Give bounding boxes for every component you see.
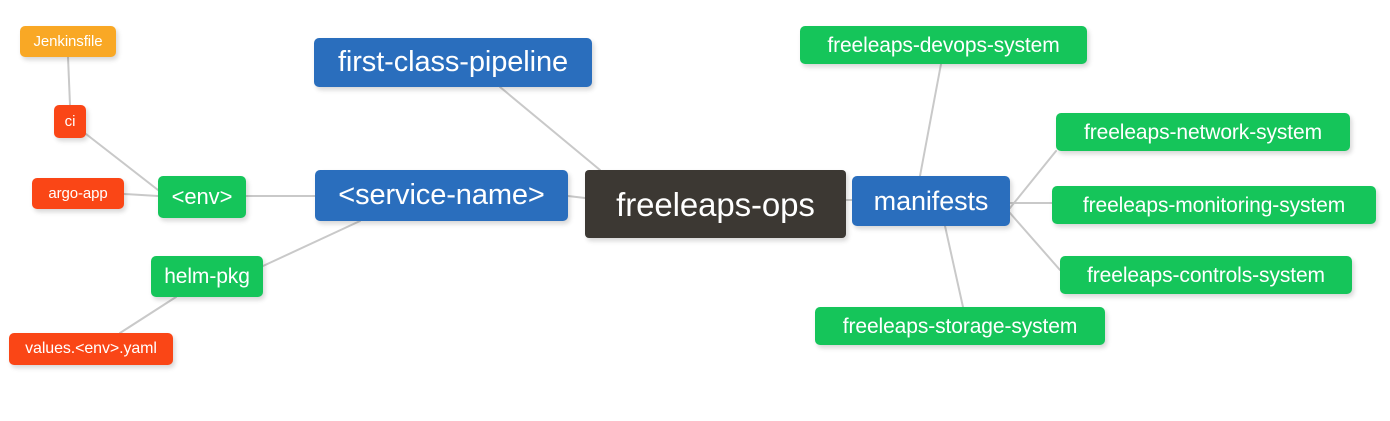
- node-label-jenkinsfile: Jenkinsfile: [33, 33, 103, 50]
- node-env[interactable]: <env>: [158, 176, 246, 218]
- node-freeleaps-monitoring-system[interactable]: freeleaps-monitoring-system: [1052, 186, 1376, 224]
- edge-first-class-pipeline-to-freeleaps-ops: [499, 86, 601, 171]
- edge-service-name-to-freeleaps-ops: [567, 195, 586, 199]
- node-values-env-yaml[interactable]: values.<env>.yaml: [9, 333, 173, 365]
- node-service-name[interactable]: <service-name>: [315, 170, 568, 221]
- node-label-freeleaps-storage-system: freeleaps-storage-system: [842, 314, 1078, 338]
- node-freeleaps-devops-system[interactable]: freeleaps-devops-system: [800, 26, 1087, 64]
- node-label-service-name: <service-name>: [338, 179, 545, 211]
- node-label-first-class-pipeline: first-class-pipeline: [337, 46, 569, 78]
- node-freeleaps-storage-system[interactable]: freeleaps-storage-system: [815, 307, 1105, 345]
- node-manifests[interactable]: manifests: [852, 176, 1010, 226]
- node-helm-pkg[interactable]: helm-pkg: [151, 256, 263, 297]
- node-freeleaps-network-system[interactable]: freeleaps-network-system: [1056, 113, 1350, 151]
- edge-argo-app-to-env: [123, 193, 159, 197]
- node-freeleaps-ops[interactable]: freeleaps-ops: [585, 170, 846, 238]
- edge-values-env-yaml-to-helm-pkg: [119, 296, 177, 334]
- edge-manifests-to-freeleaps-storage-system: [944, 225, 964, 308]
- node-label-helm-pkg: helm-pkg: [164, 265, 250, 288]
- node-label-manifests: manifests: [873, 185, 989, 216]
- edge-jenkinsfile-to-ci: [67, 56, 71, 106]
- node-label-freeleaps-devops-system: freeleaps-devops-system: [827, 33, 1060, 57]
- node-freeleaps-controls-system[interactable]: freeleaps-controls-system: [1060, 256, 1352, 294]
- node-label-argo-app: argo-app: [48, 185, 108, 202]
- node-label-freeleaps-controls-system: freeleaps-controls-system: [1087, 263, 1325, 287]
- node-label-env: <env>: [171, 184, 233, 209]
- node-label-ci: ci: [64, 113, 76, 130]
- edge-manifests-to-freeleaps-devops-system: [919, 63, 942, 177]
- node-first-class-pipeline[interactable]: first-class-pipeline: [314, 38, 592, 87]
- edge-manifests-to-freeleaps-network-system: [1009, 150, 1057, 209]
- node-ci[interactable]: ci: [54, 105, 86, 138]
- node-jenkinsfile[interactable]: Jenkinsfile: [20, 26, 116, 57]
- node-label-freeleaps-network-system: freeleaps-network-system: [1083, 120, 1322, 144]
- node-argo-app[interactable]: argo-app: [32, 178, 124, 209]
- node-label-values-env-yaml: values.<env>.yaml: [25, 340, 157, 357]
- node-label-freeleaps-monitoring-system: freeleaps-monitoring-system: [1082, 193, 1346, 217]
- node-label-freeleaps-ops: freeleaps-ops: [616, 185, 815, 223]
- edge-helm-pkg-to-service-name: [262, 220, 361, 267]
